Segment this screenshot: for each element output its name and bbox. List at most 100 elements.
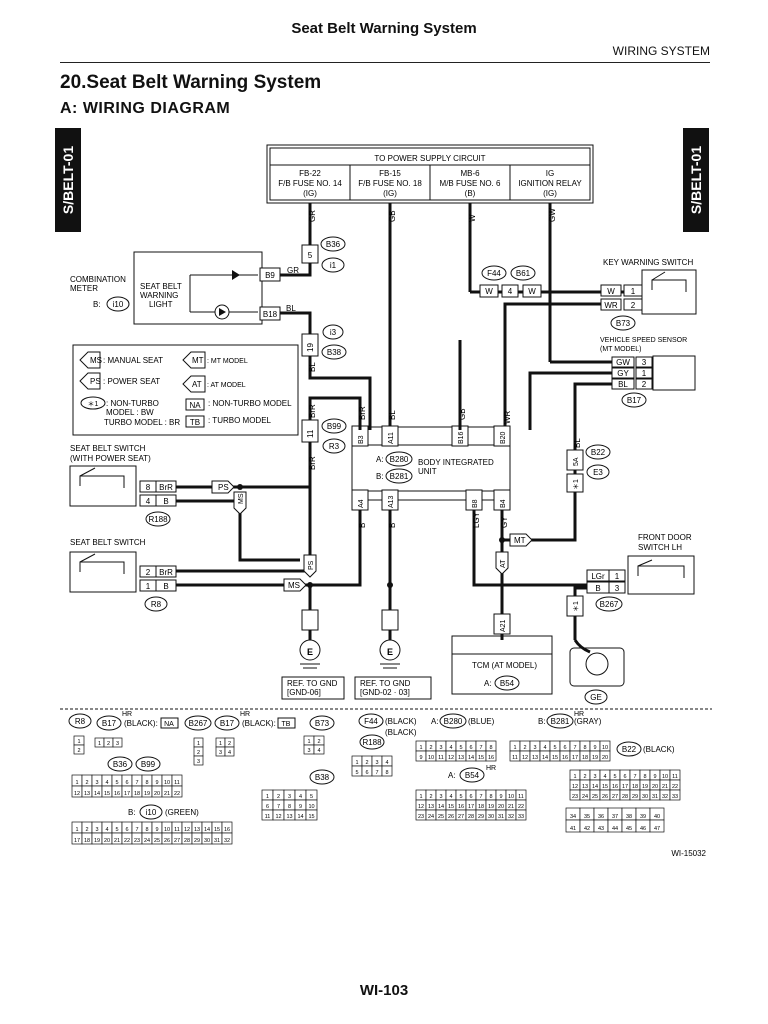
pin-number: 13 xyxy=(458,755,464,761)
pin-number: 11 xyxy=(518,794,524,800)
connector-r188-label: R188 xyxy=(148,515,168,524)
pin-number: 4 xyxy=(385,760,388,766)
bl-b17: B17 xyxy=(102,719,117,728)
connector-b281-label: B281 xyxy=(390,472,409,481)
bl-r188-tag xyxy=(359,734,385,750)
bl-b99: B99 xyxy=(141,760,156,769)
pin-number: 7 xyxy=(633,774,636,780)
pin-number: 20 xyxy=(652,784,658,790)
pin-number: 20 xyxy=(498,804,504,810)
ground-1: E REF. TO GND [GND-06] xyxy=(281,609,345,700)
pin-number: 27 xyxy=(174,838,180,844)
connector-views: R8 HR B17 (BLACK): NA B267 HR B17 (BLACK… xyxy=(68,711,675,820)
wire-label-b-a4: B xyxy=(358,523,367,528)
connector-b61-tag xyxy=(510,265,536,281)
pin-number: 12 xyxy=(522,755,528,761)
wire-label-bl-meter: BL xyxy=(286,304,296,313)
connector-b22-tag xyxy=(585,444,611,460)
pin-number: 7 xyxy=(135,827,138,833)
legend-mt-code: MT xyxy=(192,356,204,365)
bl-b17-tag xyxy=(96,715,122,731)
pin-number: 5 xyxy=(459,794,462,800)
combination-meter-label-1: COMBINATION xyxy=(70,275,126,284)
pin-number: 2 xyxy=(317,739,320,745)
connector-e3-label: E3 xyxy=(593,468,603,477)
pin-number: 11 xyxy=(672,774,678,780)
bl-hr-2: HR xyxy=(240,711,250,718)
connector-i1-label: i1 xyxy=(330,261,337,270)
pin-number: 22 xyxy=(174,791,180,797)
legend-at-icon xyxy=(182,375,206,393)
pin-number: 3 xyxy=(533,745,536,751)
light-label-3: LIGHT xyxy=(149,300,173,309)
bcm-pin-a13: A13 xyxy=(388,495,395,508)
legend-star1-icon xyxy=(80,396,106,410)
wire-label-lgy: LGY xyxy=(472,511,481,528)
wire-brr-ps xyxy=(240,442,312,489)
pin-number: 8 xyxy=(145,780,148,786)
legend-star1-code: ＊1 xyxy=(88,401,99,408)
pin-number: 9 xyxy=(653,774,656,780)
pin-number: 42 xyxy=(584,826,590,832)
legend-star1-text-2: MODEL : BW xyxy=(106,408,154,417)
legend-tb-code: TB xyxy=(190,418,200,427)
pin-number: 21 xyxy=(662,784,668,790)
pin-number: 6 xyxy=(563,745,566,751)
pin-number: 28 xyxy=(622,794,628,800)
legend-mt-icon xyxy=(182,351,206,369)
wire-label-brr-1: BrR xyxy=(308,404,317,418)
bl-i10-tag xyxy=(139,804,163,820)
pin-number: 17 xyxy=(468,804,474,810)
pin-number: 11 xyxy=(174,827,180,833)
pin-number: 1 xyxy=(77,739,80,745)
seat-belt-switch-power-seat: SEAT BELT SWITCH (WITH POWER SEAT) 8 BrR… xyxy=(69,444,177,527)
bl-b281: B281 xyxy=(551,717,570,726)
pin-number: 2 xyxy=(85,827,88,833)
pin-number: 4 xyxy=(299,794,302,800)
fuse-4-feed: (IG) xyxy=(543,189,557,198)
sbs-power-frame xyxy=(69,465,137,507)
pin-number: 1 xyxy=(75,780,78,786)
wire-label-w-2: W xyxy=(485,287,493,296)
tcm-title: TCM (AT MODEL) xyxy=(472,661,537,670)
page-number: WI-103 xyxy=(359,982,409,999)
fds-label-1: FRONT DOOR xyxy=(638,533,692,542)
key-pin-2: 2 xyxy=(631,301,636,310)
vss-label-1: VEHICLE SPEED SENSOR xyxy=(600,337,687,344)
bcm-a: A: xyxy=(376,455,384,464)
at-marker-text: AT xyxy=(500,559,507,568)
pin-number: 2 xyxy=(583,774,586,780)
wire-gr-2 xyxy=(280,263,312,277)
wire-label-bl-2: BL xyxy=(308,362,317,372)
connector-i3-tag xyxy=(322,324,344,340)
ground-2-ref-2: [GND-02 · 03] xyxy=(360,688,410,697)
mt-marker-text: MT xyxy=(514,536,526,545)
symbol-legend: MS : MANUAL SEAT PS : POWER SEAT MT : MT… xyxy=(72,344,299,436)
pin-number: 21 xyxy=(114,838,120,844)
pin-number: 16 xyxy=(488,755,494,761)
bl-r8: R8 xyxy=(75,717,86,726)
pin-number: 40 xyxy=(654,814,660,820)
pin-number: 37 xyxy=(612,814,618,820)
pin-number: 2 xyxy=(523,745,526,751)
pin-number: 5 xyxy=(553,745,556,751)
pin-number: 25 xyxy=(592,794,598,800)
pin-number: 3 xyxy=(116,741,119,747)
pin-number: 36 xyxy=(598,814,604,820)
fuse-1-id: FB-22 xyxy=(299,169,321,178)
pin-number: 9 xyxy=(155,780,158,786)
pin-number: 44 xyxy=(612,826,618,832)
legend-ps-code: PS xyxy=(90,377,101,386)
pin-number: 26 xyxy=(602,794,608,800)
legend-ps-icon xyxy=(79,372,101,390)
pin-number: 1 xyxy=(75,827,78,833)
pin-number: 16 xyxy=(612,784,618,790)
pin-number: 4 xyxy=(543,745,546,751)
wire-label-gy-b4: GY xyxy=(500,516,509,528)
pin-number: 8 xyxy=(583,745,586,751)
pin-number: 27 xyxy=(612,794,618,800)
legend-na-icon xyxy=(185,398,205,411)
bcm-pin-b3: B3 xyxy=(358,435,365,444)
pin-number: 13 xyxy=(84,791,90,797)
